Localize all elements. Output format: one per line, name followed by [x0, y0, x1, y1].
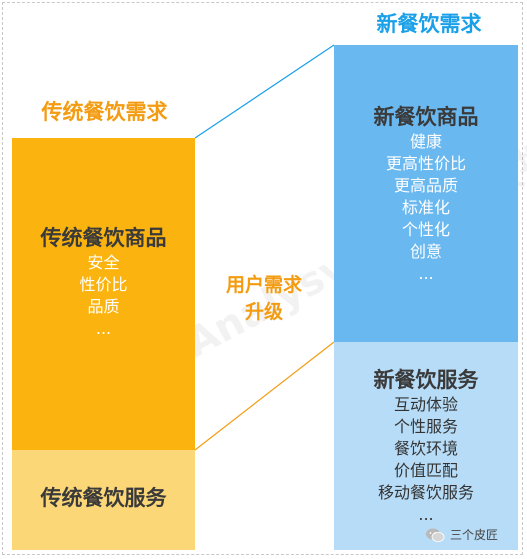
upgrade-label: 用户需求 升级	[205, 272, 323, 326]
traditional-service-heading: 传统餐饮服务	[40, 486, 167, 510]
new-title: 新餐饮需求	[376, 12, 482, 36]
connector-top-line	[194, 44, 335, 139]
new-service-item: 个性服务	[393, 417, 458, 436]
new-goods-item: 更高品质	[393, 176, 458, 195]
new-goods-heading: 新餐饮商品	[373, 105, 479, 129]
traditional-title: 传统餐饮需求	[41, 100, 168, 124]
new-goods-item: 标准化	[401, 198, 450, 217]
new-goods-item: 健康	[409, 132, 442, 151]
connector-bottom-line	[194, 341, 335, 451]
upgrade-label-line2: 升级	[244, 301, 283, 323]
wechat-account-name: 三个皮匠	[450, 528, 499, 542]
new-goods-item: ...	[418, 264, 434, 283]
new-service-item: ...	[418, 505, 434, 524]
traditional-goods-item: 性价比	[79, 275, 128, 294]
new-service-box: 新餐饮服务 互动体验 个性服务 餐饮环境 价值匹配 移动餐饮服务 ...	[334, 342, 518, 550]
new-service-item: 餐饮环境	[393, 439, 458, 458]
traditional-goods-heading: 传统餐饮商品	[40, 226, 167, 250]
traditional-goods-box: 传统餐饮商品 安全 性价比 品质 ...	[12, 138, 195, 450]
new-goods-box: 新餐饮商品 健康 更高性价比 更高品质 标准化 个性化 创意 ...	[334, 45, 518, 342]
diagram-frame	[2, 2, 523, 555]
new-service-item: 互动体验	[393, 395, 458, 414]
new-goods-item: 创意	[409, 242, 442, 261]
traditional-service-box: 传统餐饮服务	[12, 450, 195, 550]
wechat-icon	[426, 528, 445, 542]
wechat-account: 三个皮匠	[425, 526, 498, 543]
new-service-heading: 新餐饮服务	[373, 368, 479, 392]
new-goods-item: 更高性价比	[385, 154, 466, 173]
traditional-goods-item: 安全	[87, 253, 120, 272]
new-goods-item: 个性化	[401, 220, 450, 239]
upgrade-label-line1: 用户需求	[225, 274, 302, 296]
traditional-goods-item: 品质	[87, 297, 120, 316]
new-service-item: 价值匹配	[393, 461, 458, 480]
new-service-item: 移动餐饮服务	[377, 483, 474, 502]
traditional-goods-item: ...	[95, 319, 112, 338]
